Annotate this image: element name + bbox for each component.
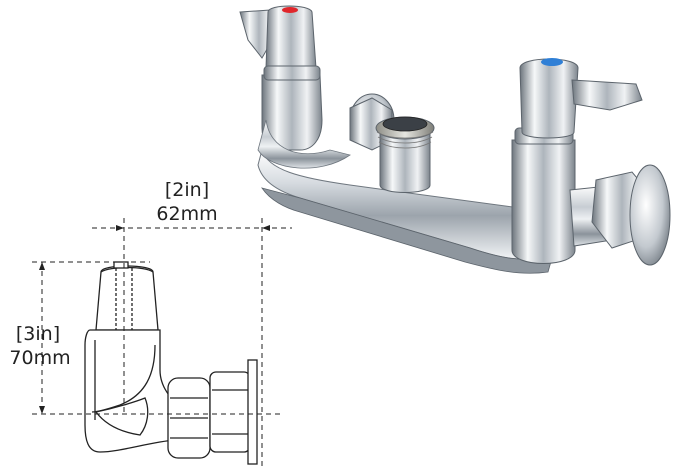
width-arrow-right (262, 225, 270, 231)
right-wall-flange (629, 164, 671, 266)
faucet-render (239, 5, 671, 274)
side-view-drawing (84, 261, 258, 465)
side-handle-cap (113, 261, 129, 269)
dimension-lines (32, 218, 292, 468)
height-label-metric: 70mm (9, 347, 70, 369)
outlet-thread-lines (376, 131, 434, 149)
center-outlet (349, 93, 435, 193)
height-arrow-top (39, 262, 45, 270)
wall-connection-right (569, 164, 671, 266)
side-handle-body (95, 265, 159, 331)
left-riser-elbow (257, 119, 351, 169)
right-riser (511, 139, 576, 264)
outlet-riser (379, 129, 431, 193)
cold-indicator (541, 58, 563, 66)
outlet-opening (382, 116, 428, 132)
side-hex-nut (209, 371, 251, 453)
side-lever-blade (94, 397, 149, 436)
hot-handle-cap (265, 5, 317, 73)
cold-handle-lever (571, 79, 643, 111)
hot-handle (239, 5, 321, 81)
width-label-imperial: [2in] (165, 179, 209, 201)
width-arrow-left (116, 225, 124, 231)
side-wall-flange (247, 359, 258, 465)
hot-indicator (282, 7, 298, 13)
cold-handle (519, 58, 643, 139)
side-stem-hidden (115, 268, 133, 330)
side-hex-facets (212, 389, 248, 435)
height-label-imperial: [3in] (16, 323, 60, 345)
cold-handle-cap (519, 58, 579, 139)
height-arrow-bottom (39, 406, 45, 414)
width-label-metric: 62mm (156, 203, 217, 225)
hot-handle-collar (263, 65, 321, 81)
side-body (84, 329, 176, 453)
faucet-body-bar-lower (261, 187, 553, 274)
side-coupling-facets (170, 397, 208, 439)
